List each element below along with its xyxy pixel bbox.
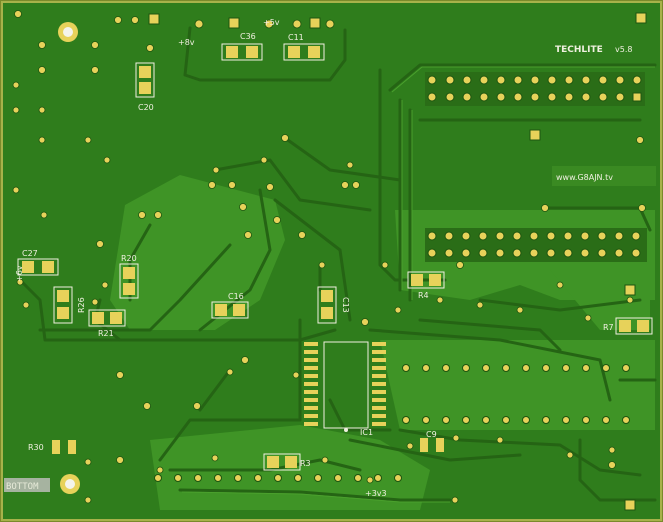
header-top-pins xyxy=(427,75,642,102)
website-text: www.G8AJN.tv xyxy=(556,173,613,182)
label-r21: R21 xyxy=(98,329,114,338)
label-r20: R20 xyxy=(121,254,137,263)
label-8v: +8v xyxy=(178,38,195,47)
label-c9: C9 xyxy=(426,430,437,439)
smd-components xyxy=(17,43,653,471)
label-r7: R7 xyxy=(603,323,614,332)
label-c13: C13 xyxy=(341,297,350,313)
label-c16: C16 xyxy=(228,292,244,301)
label-r30: R30 xyxy=(28,443,44,452)
label-r4: R4 xyxy=(418,291,429,300)
brand-logo xyxy=(552,166,656,186)
version-text: v5.8 xyxy=(615,45,632,54)
label-r26: R26 xyxy=(77,297,86,313)
square-pads xyxy=(148,12,647,511)
side-label-text: BOTTOM xyxy=(6,482,39,492)
mounting-holes xyxy=(58,22,80,494)
label-ic1: IC1 xyxy=(360,428,373,437)
label-c20: C20 xyxy=(138,103,154,112)
side-label-box xyxy=(4,478,50,492)
brand-text: TECHLITE xyxy=(555,45,603,55)
label-3v3: +3v3 xyxy=(365,489,387,498)
label-6v: +6v xyxy=(15,265,24,282)
label-c27: C27 xyxy=(22,249,38,258)
trace-highlights xyxy=(181,66,655,503)
vias xyxy=(12,10,646,504)
label-5v: +5v xyxy=(263,18,280,27)
silkscreen: TECHLITE v5.8 www.G8AJN.tv BOTTOM C36 C1… xyxy=(4,18,632,498)
header-mid-pins xyxy=(427,231,641,258)
label-r3: R3 xyxy=(300,459,311,468)
label-c11: C11 xyxy=(288,33,304,42)
label-c36: C36 xyxy=(240,32,256,41)
lower-pin-rows xyxy=(154,364,630,482)
ic1-footprint xyxy=(304,341,386,432)
